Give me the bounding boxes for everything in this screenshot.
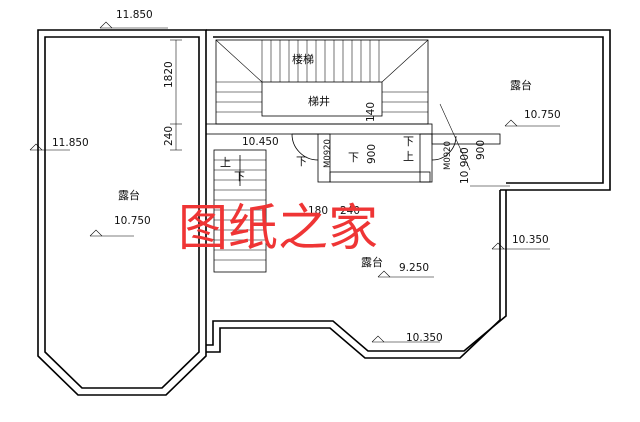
level-left: 11.850 [52, 137, 89, 149]
arrow-up-2: 上 [403, 150, 414, 163]
stair-landing-left [215, 39, 263, 113]
stair-enclosure [215, 39, 429, 125]
room-terrace-upper-right-label: 露台 [510, 78, 532, 92]
dim-180: 180 [308, 205, 328, 217]
level-right: 10.350 [512, 234, 549, 246]
partition-door-a [317, 133, 331, 183]
lower-stair-outline [213, 149, 267, 273]
arrow-down-2: 下 [296, 155, 307, 168]
partition-right-step [431, 133, 501, 145]
room-terrace-center-label: 露台 [361, 255, 383, 269]
right-wall-inner [206, 190, 507, 352]
room-stair-well-label: 梯井 [308, 94, 330, 108]
door-tag-b: M0920 [443, 141, 453, 170]
left-wall-inner [44, 36, 200, 389]
top-wall-outer [206, 29, 611, 191]
partition-mid [329, 171, 431, 183]
level-top-left: 11.850 [116, 9, 153, 21]
room-terrace-left-label: 露台 [118, 188, 140, 202]
stair-landing-right [381, 39, 429, 113]
arrow-down-4: 下 [403, 135, 414, 148]
arrow-down-1: 下 [234, 170, 245, 183]
partition-upper-mid [205, 123, 433, 135]
level-upper-right: 10.750 [524, 109, 561, 121]
dim-900-a: 900 [366, 144, 378, 164]
top-wall-inner [213, 36, 604, 184]
level-bottom: 10.350 [406, 332, 443, 344]
door-arc-b [431, 135, 457, 161]
dim-140: 140 [365, 102, 377, 122]
dim-900-b: 900 [475, 140, 487, 160]
dim-240-left: 240 [163, 126, 175, 146]
dim-240-bottom: 240 [340, 205, 360, 217]
stair-treads-top [261, 40, 380, 82]
dim-10-900: 10 900 [459, 147, 471, 184]
leader-lines [29, 21, 560, 343]
arrow-down-3: 下 [348, 151, 359, 164]
interior-partitions [205, 123, 501, 183]
level-center: 9.250 [399, 262, 429, 274]
level-upper-mid: 10.450 [242, 136, 279, 148]
room-stairs-label: 楼梯 [292, 52, 314, 66]
lower-stair-flight [213, 149, 267, 273]
arrow-up-1: 上 [220, 156, 231, 169]
door-arc-a [291, 133, 319, 161]
level-left-terrace: 10.750 [114, 215, 151, 227]
watermark-text: 图纸之家 [178, 199, 378, 257]
stair-well-box [261, 81, 383, 117]
outer-walls [37, 29, 611, 396]
door-tag-a: M0920 [323, 139, 333, 168]
dim-1820: 1820 [163, 61, 175, 88]
